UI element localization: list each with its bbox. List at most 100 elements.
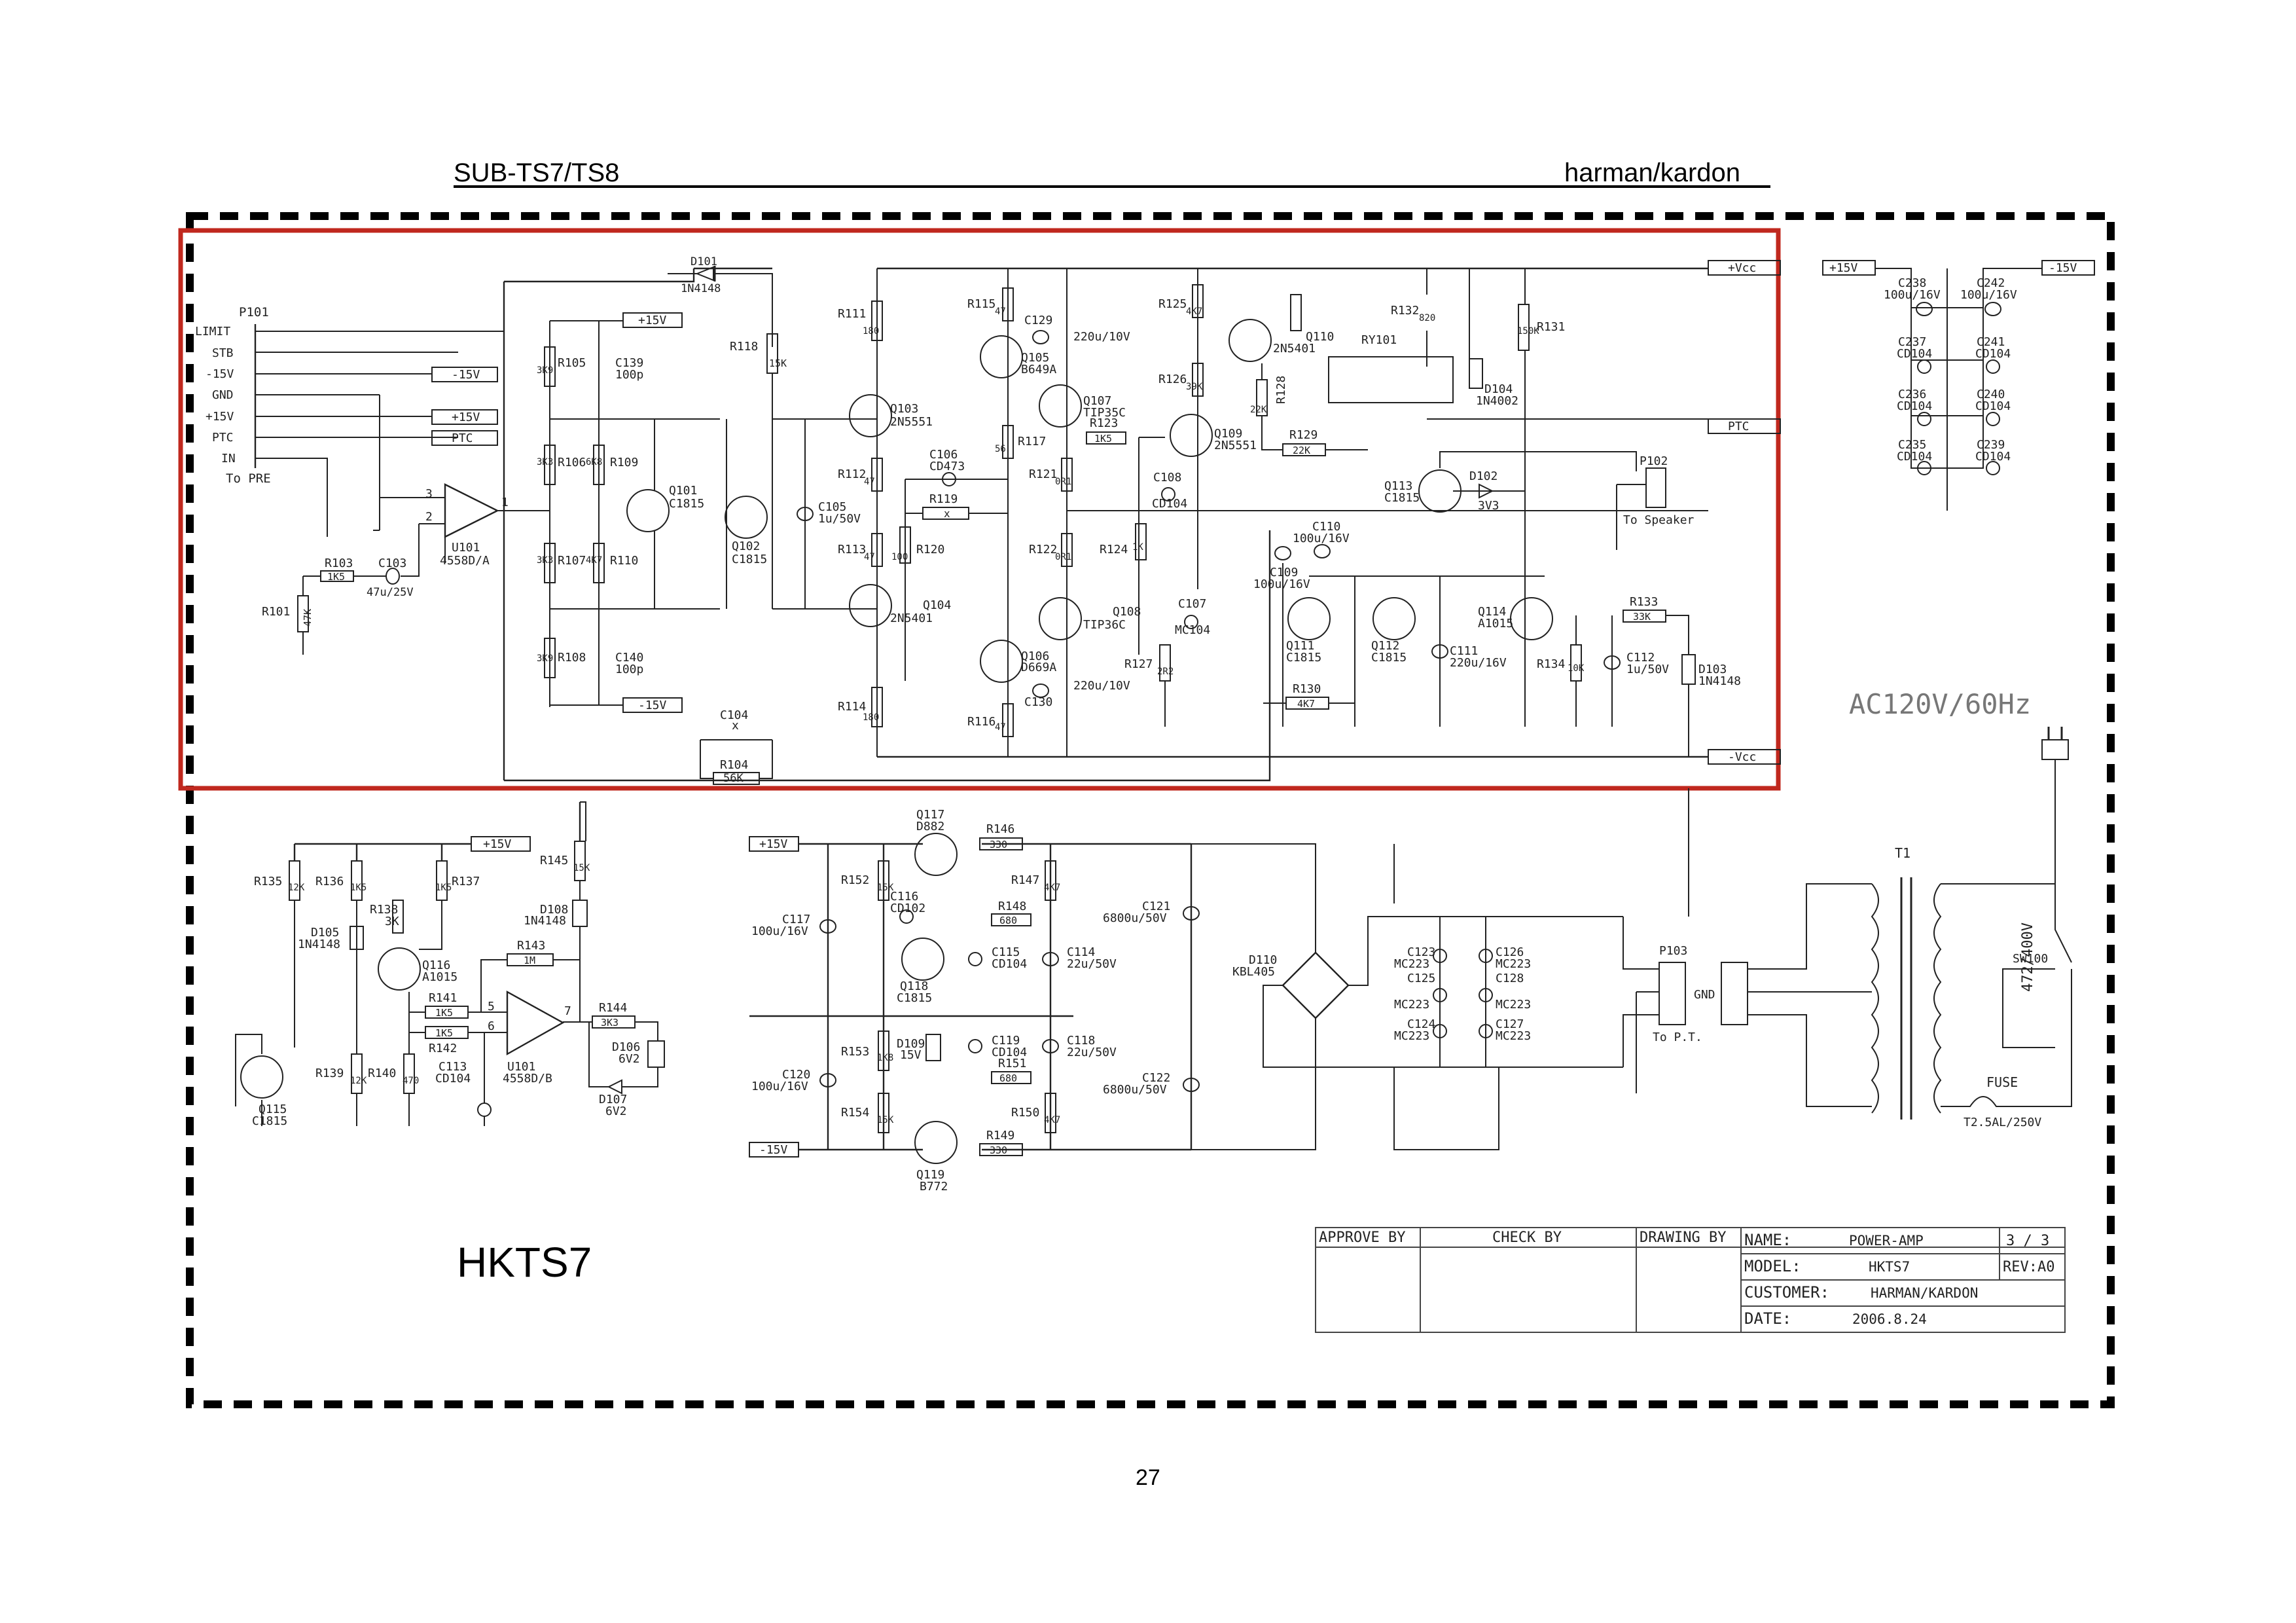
label-u101b-0: U101 <box>507 1060 535 1074</box>
label-q113-1: C1815 <box>1384 491 1420 505</box>
label-r142-1: 1K5 <box>435 1027 453 1039</box>
label-r147-1: 4K7 <box>1044 883 1060 893</box>
label-c120-0: C120 <box>782 1068 810 1082</box>
label-c128-1: MC223 <box>1496 998 1531 1012</box>
label-q112-0: Q112 <box>1371 639 1399 653</box>
page-number: 27 <box>1136 1465 1160 1490</box>
label-r152-0: R152 <box>841 873 869 887</box>
label-r104-1: 56K <box>723 772 744 785</box>
label-d107-1: 6V2 <box>605 1104 627 1118</box>
label-q115-1: C1815 <box>252 1114 287 1128</box>
pin-m15: -15V <box>206 367 234 381</box>
label-r124-1: 1K <box>1132 542 1143 553</box>
label-c140-1: 100p <box>615 663 643 676</box>
label-c114-1: 22u/50V <box>1067 957 1117 971</box>
label-c121-1: 6800u/50V <box>1103 911 1167 925</box>
label-c124-0: C124 <box>1407 1017 1435 1031</box>
label-p102-ref: P102 <box>1640 454 1668 468</box>
highlight-frame <box>178 228 1781 791</box>
label-c125-1: MC223 <box>1394 998 1429 1012</box>
svg-text:3: 3 <box>425 487 433 501</box>
label-r105-1: 3K9 <box>537 365 553 376</box>
label-q101-0: Q101 <box>669 484 697 498</box>
label-r117-0: R117 <box>1018 435 1046 448</box>
label-r128-0: R128 <box>1274 376 1288 404</box>
label-r135-1: 12K <box>288 883 305 893</box>
label-r129-0: R129 <box>1289 428 1318 442</box>
tb-check: CHECK BY <box>1492 1230 1562 1246</box>
pin-in: IN <box>221 452 236 465</box>
label-q119-1: B772 <box>920 1180 948 1194</box>
label-r138-1: 3K <box>385 915 399 928</box>
label-r126-1: 39K <box>1186 382 1203 392</box>
label-q104-1: 2N5401 <box>890 611 933 625</box>
label-r154-0: R154 <box>841 1106 869 1120</box>
label-r141-1: 1K5 <box>435 1007 453 1019</box>
label-d108-0: D108 <box>540 903 568 917</box>
label-d103-0: D103 <box>1698 663 1727 676</box>
label-c112-0: C112 <box>1626 651 1655 665</box>
label-r108-1: 3K9 <box>537 653 553 664</box>
label-r123-0: R123 <box>1090 416 1118 430</box>
flag-p15-e: +15V <box>759 837 788 851</box>
label-c117-0: C117 <box>782 913 810 926</box>
label-r127-0: R127 <box>1124 657 1153 671</box>
label-c237-1: CD104 <box>1897 347 1932 361</box>
label-r138-0: R138 <box>370 903 398 917</box>
label-r152-1: 15K <box>877 883 894 893</box>
label-d109-1: 15V <box>900 1048 922 1062</box>
pin-p15: +15V <box>206 410 234 424</box>
power-supply-block: +15V -15V Q117 D882 R146 330 R152 15K C1… <box>749 688 2072 1194</box>
label-d110-1: KBL405 <box>1232 965 1275 979</box>
label-d104-0: D104 <box>1484 382 1513 396</box>
pin-gnd: GND <box>212 388 234 402</box>
driver-stage: R111 180 R112 47 R113 47 R114 180 Q103 2… <box>838 268 1009 757</box>
label-c105-0: C105 <box>818 500 846 514</box>
label-r136-0: R136 <box>315 875 344 888</box>
label-r135-0: R135 <box>254 875 282 888</box>
tb-sheet: 3 / 3 <box>2006 1233 2049 1249</box>
label-u101b-1: 4558D/B <box>503 1072 552 1085</box>
flag-ptc-b: PTC <box>1728 420 1749 433</box>
flag-p15-a: +15V <box>452 410 480 424</box>
tb-date-label: DATE: <box>1744 1309 1791 1328</box>
flag-p15-b: +15V <box>638 314 667 327</box>
label-p102-note: To Speaker <box>1623 513 1695 527</box>
label-r154-1: 15K <box>877 1115 894 1125</box>
label-q116-0: Q116 <box>422 958 450 972</box>
label-p103-ref: P103 <box>1659 944 1687 958</box>
label-c107-0: C107 <box>1178 597 1206 611</box>
label-fuse-0: FUSE <box>1986 1074 2018 1090</box>
label-r143-1: 1M <box>524 955 535 966</box>
label-r149-1: 330 <box>990 1144 1007 1156</box>
label-r123-1: 1K5 <box>1094 433 1112 445</box>
flag-m15-e: -15V <box>759 1143 788 1157</box>
label-c119-0: C119 <box>992 1034 1020 1048</box>
label-r153-0: R153 <box>841 1045 869 1059</box>
pre-driver: R115 47 C129 220u/10V Q105 B649A R117 56… <box>967 268 1130 757</box>
label-r113-0: R113 <box>838 543 866 556</box>
label-c114-0: C114 <box>1067 945 1095 959</box>
label-q109-1: 2N5551 <box>1214 439 1257 452</box>
label-q109-0: Q109 <box>1214 427 1242 441</box>
label-r149-0: R149 <box>986 1129 1014 1142</box>
label-r139-1: 12K <box>350 1076 367 1086</box>
label-r107-0: R107 <box>558 554 586 568</box>
label-r110-1: 4K7 <box>586 555 602 566</box>
label-r126-0: R126 <box>1158 373 1187 386</box>
label-r130-1: 4K7 <box>1297 698 1315 710</box>
label-q117-0: Q117 <box>916 808 944 822</box>
label-r150-0: R150 <box>1011 1106 1039 1120</box>
label-p103-gnd: GND <box>1694 988 1715 1002</box>
u101a-ref: U101 <box>452 541 480 555</box>
label-c109-0: C109 <box>1270 566 1298 579</box>
svg-text:6: 6 <box>488 1019 495 1033</box>
flag-vcc-p: +Vcc <box>1728 261 1756 275</box>
tb-rev: REV:A0 <box>2003 1259 2054 1275</box>
label-r140-1: 470 <box>403 1076 419 1086</box>
tb-name-value: POWER-AMP <box>1849 1233 1924 1249</box>
label-r153-1: 1K8 <box>877 1053 893 1063</box>
label-r101-1: 47K <box>302 609 314 627</box>
label-c108-1: CD104 <box>1152 497 1187 511</box>
label-r108-0: R108 <box>558 651 586 665</box>
